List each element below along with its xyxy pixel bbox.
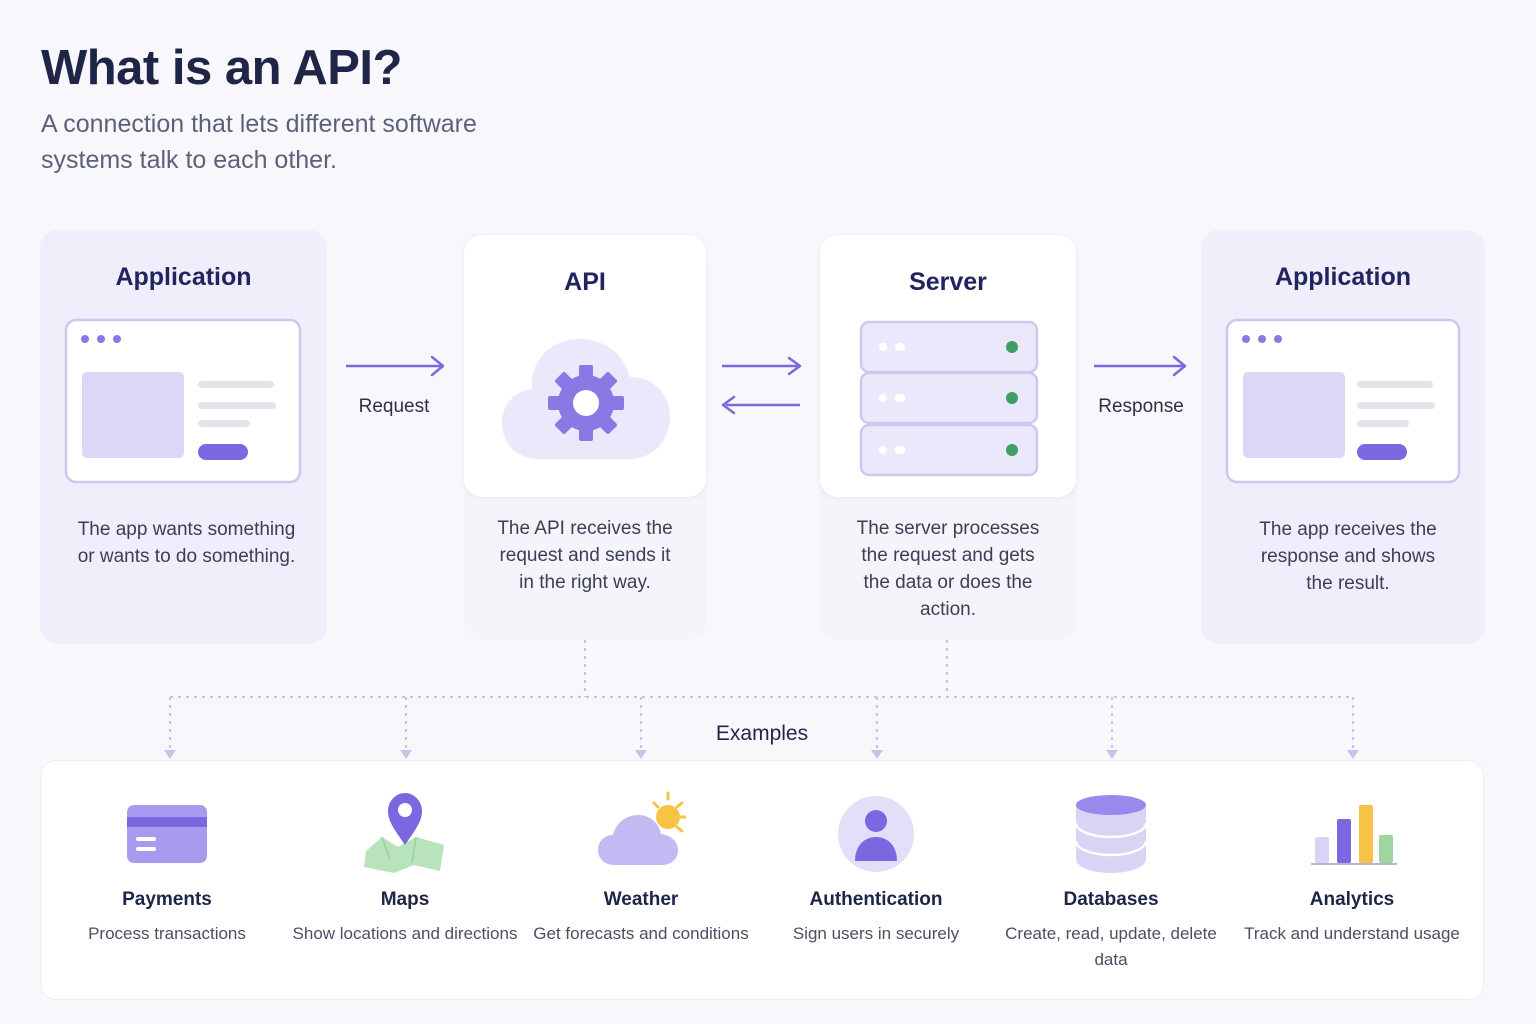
card-title: Server <box>909 268 987 296</box>
example-title: Databases <box>1063 889 1159 910</box>
example-title: Payments <box>122 889 212 910</box>
bar-chart-icon <box>1311 805 1397 865</box>
example-title: Weather <box>603 889 679 910</box>
weather-icon <box>598 791 686 865</box>
example-databases: Databases Create, read, update, delete d… <box>991 761 1231 1001</box>
card-title: Application <box>115 263 252 291</box>
request-label: Request <box>358 396 430 417</box>
app-window-icon <box>64 318 302 484</box>
database-icon <box>1074 795 1148 873</box>
application-card-right: Application The app receives the respons… <box>1201 230 1485 644</box>
example-payments: Payments Process transactions <box>47 761 287 1001</box>
server-rack-icon <box>859 320 1039 477</box>
example-title: Analytics <box>1309 889 1395 910</box>
card-description: The app receives the response and shows … <box>1259 519 1437 594</box>
application-card-left: Application The app wants something or w… <box>40 230 327 644</box>
page-title: What is an API? <box>41 41 402 95</box>
example-description: Get forecasts and conditions <box>533 924 749 943</box>
card-title: API <box>564 268 606 296</box>
page-subtitle: A connection that lets different softwar… <box>41 110 477 174</box>
example-description: Sign users in securely <box>792 924 960 943</box>
response-label: Response <box>1098 396 1184 417</box>
bidirectional-arrows <box>721 356 802 415</box>
card-description: The app wants something or wants to do s… <box>77 519 296 567</box>
examples-heading: Examples <box>715 722 809 745</box>
example-maps: Maps Show locations and directions <box>285 761 525 1001</box>
user-icon <box>838 796 914 872</box>
examples-panel: Payments Process transactions Maps Show … <box>40 760 1484 1000</box>
example-title: Authentication <box>809 889 943 910</box>
server-card: Server The server processes the request … <box>820 235 1076 640</box>
example-description: Show locations and directions <box>292 924 518 943</box>
card-description: The server processes the request and get… <box>856 518 1040 620</box>
app-window-icon <box>1225 318 1461 484</box>
card-description: The API receives the request and sends i… <box>497 518 673 593</box>
map-pin-icon <box>364 793 444 873</box>
example-description: Track and understand usage <box>1244 924 1460 943</box>
response-arrow <box>1094 355 1187 377</box>
example-description: Create, read, update, delete data <box>1005 924 1217 969</box>
example-weather: Weather Get forecasts and conditions <box>521 761 761 1001</box>
api-card: API The API receives the request and sen… <box>464 235 706 640</box>
cloud-gear-icon <box>502 339 670 459</box>
example-analytics: Analytics Track and understand usage <box>1232 761 1472 1001</box>
request-arrow <box>346 355 445 377</box>
card-title: Application <box>1274 263 1412 291</box>
example-authentication: Authentication Sign users in securely <box>756 761 996 1001</box>
example-description: Process transactions <box>88 924 246 943</box>
credit-card-icon <box>127 805 207 863</box>
example-title: Maps <box>380 889 430 910</box>
